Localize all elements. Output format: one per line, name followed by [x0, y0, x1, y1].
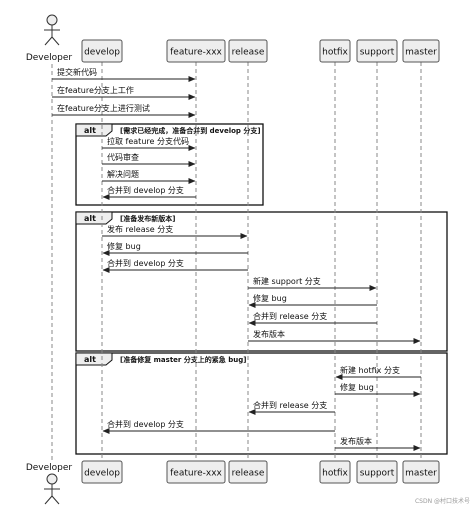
- message-label: 修复 bug: [107, 241, 141, 251]
- message-label: 修复 bug: [340, 382, 374, 392]
- message-label: 代码审查: [107, 152, 139, 162]
- message-label: 在feature分支上工作: [57, 85, 134, 95]
- participant-label-develop: develop: [84, 48, 120, 58]
- message-label: 修复 bug: [253, 293, 287, 303]
- message-label: 发布版本: [340, 436, 372, 446]
- participant-box-master: [402, 460, 440, 484]
- participant-box-develop: [81, 39, 123, 63]
- participant-label-support: support: [360, 48, 395, 58]
- participant-label-release: release: [232, 48, 265, 58]
- participant-box-release: [228, 460, 268, 484]
- alt-frame-condition: [准备发布新版本]: [120, 214, 175, 223]
- participant-label-release: release: [232, 469, 265, 479]
- participant-label-master: master: [405, 48, 437, 58]
- participant-label-support: support: [360, 469, 395, 479]
- message-label: 合并到 develop 分支: [107, 185, 184, 195]
- message-label: 提交新代码: [57, 67, 97, 77]
- message-label: 合并到 release 分支: [253, 400, 327, 410]
- actor-label: Developer: [26, 53, 73, 63]
- alt-frame-tag: alt: [84, 126, 96, 135]
- participant-label-hotfix: hotfix: [322, 469, 348, 479]
- alt-frame-condition: [准备修复 master 分支上的紧急 bug]: [120, 355, 246, 364]
- participant-box-hotfix: [319, 39, 351, 63]
- participant-box-develop: [81, 460, 123, 484]
- participant-box-support: [356, 39, 398, 63]
- participant-box-hotfix: [319, 460, 351, 484]
- alt-frame-1: [75, 123, 264, 206]
- participant-box-feature: [166, 39, 226, 63]
- message-label: 发布版本: [253, 329, 285, 339]
- participant-label-hotfix: hotfix: [322, 48, 348, 58]
- message-label: 解决问题: [107, 169, 139, 179]
- developer-actor-icon: [44, 14, 60, 46]
- alt-frame-2: [75, 211, 448, 352]
- message-label: 合并到 develop 分支: [107, 258, 184, 268]
- alt-frame-condition: [需求已经完成，准备合并到 develop 分支]: [120, 126, 261, 135]
- participant-box-release: [228, 39, 268, 63]
- message-label: 合并到 release 分支: [253, 311, 327, 321]
- message-label: 在feature分支上进行测试: [57, 103, 150, 113]
- developer-actor-icon: [44, 473, 60, 505]
- alt-frame-tab: [75, 211, 113, 225]
- alt-frame-tag: alt: [84, 355, 96, 364]
- participant-label-master: master: [405, 469, 437, 479]
- alt-frame-tag: alt: [84, 214, 96, 223]
- message-label: 新建 support 分支: [253, 276, 321, 286]
- alt-frame-tab: [75, 123, 113, 137]
- message-label: 拉取 feature 分支代码: [107, 136, 189, 146]
- alt-frame-tab: [75, 352, 113, 366]
- message-label: 发布 release 分支: [107, 224, 173, 234]
- watermark: CSDN @村口技术号: [415, 497, 470, 505]
- message-label: 新建 hotfix 分支: [340, 365, 400, 375]
- actor-label: Developer: [26, 463, 73, 473]
- participant-label-feature: feature-xxx: [170, 48, 222, 58]
- participant-label-feature: feature-xxx: [170, 469, 222, 479]
- participant-box-feature: [166, 460, 226, 484]
- alt-frame-3: [75, 352, 448, 455]
- participant-label-develop: develop: [84, 469, 120, 479]
- message-label: 合并到 develop 分支: [107, 419, 184, 429]
- participant-box-support: [356, 460, 398, 484]
- participant-box-master: [402, 39, 440, 63]
